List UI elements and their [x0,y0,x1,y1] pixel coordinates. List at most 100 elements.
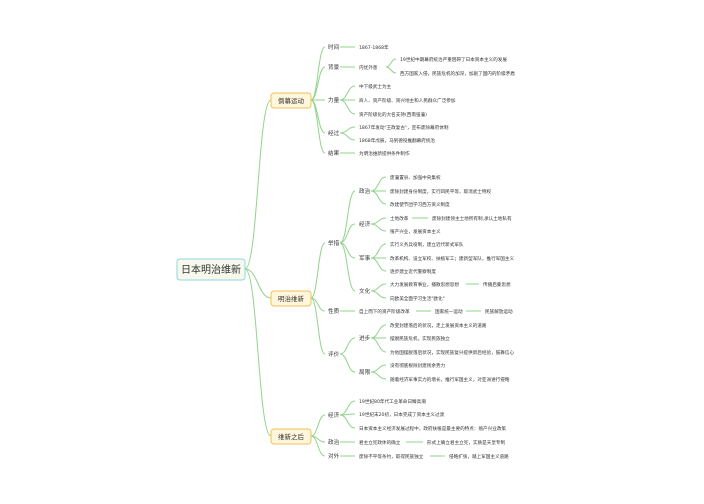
node-label: 1867年发动"王政复古"，宣布废除幕府体制 [359,124,449,131]
connector-line [370,324,387,339]
connector-line [370,190,387,205]
section-node-meiji[interactable]: 明治维新 [270,290,312,307]
node-label: 对外 [328,452,340,460]
node-label: 废除不平等条约，取得民族独立 [359,453,424,460]
connector-line [310,99,326,154]
mindmap-links [244,46,481,457]
connector-line [339,132,356,141]
node-label: 1867-1868年 [359,44,389,51]
node-label: 经济 [359,220,371,228]
node-label: 举措 [328,239,340,247]
node-label: 改变封建落后的状况，走上发展资本主义的道路 [390,322,487,329]
connector-line [339,190,356,244]
node-label: 军事 [359,254,371,262]
node-label: 背景 [328,63,340,71]
node-label: 结果 [328,149,340,157]
connector-line [310,46,326,101]
connector-line [370,217,387,225]
node-label: 日本资本主义经济发展过程中，政府扶植是最主要的特点：殖产兴业政策 [359,425,506,432]
node-label: 侵略扩张，踏上军国主义道路 [449,453,509,460]
node-label: 时间 [328,43,340,51]
node-label: 19世纪80年代工业革命日臻高潮 [359,398,426,405]
node-label: 19世纪中期幕府统治严重阻碍了日本资本主义的发展 [400,56,507,63]
node-label: 实行义务兵役制，建立近代新式军队 [390,241,464,248]
node-label: 民族解放运动 [485,308,513,315]
node-label: 废除封建领主土地所有制,承认土地私有 [432,215,512,222]
connector-line [370,283,387,292]
node-label: 政治 [328,438,340,446]
root-node-label: 日本明治维新 [181,263,241,276]
connector-line [370,337,387,353]
connector-line [339,126,356,134]
connector-line [370,371,387,380]
connector-line [370,364,387,373]
connector-line [370,176,387,192]
connector-line [310,66,326,101]
connector-line [370,257,387,272]
node-label: 自上而下的资产阶级改革 [359,308,410,315]
node-label: 进步 [359,334,371,342]
node-label: 随着经济军事实力的增长，推行军国主义，对亚洲进行侵略 [390,376,510,383]
node-label: 19世纪末20初，日本完成了资本主义过渡 [359,411,445,418]
section-node-box [270,290,312,307]
node-label: 传播启蒙思想 [483,281,511,288]
node-label: 商人、资产阶级、资兴地主和人民群众广泛参加 [359,97,456,104]
node-label: 逐步建立近代警察制度 [390,268,436,275]
node-label: 中下级武士为主 [359,83,392,90]
section-node-daomu[interactable]: 倒幕运动 [270,92,312,109]
node-label: 政治 [359,187,371,195]
node-label: 改革机构、设立军校、扶植军工；建新型军队，推行军国主义 [390,255,514,262]
node-label: 为他国摆脱落后状况，实现民族复兴提供新后经验，鼓舞信心 [390,349,514,356]
connector-line [339,242,356,292]
connector-line [385,58,397,68]
node-label: 资产阶级化的大名支持(西南强藩) [359,111,427,118]
section-node-box [270,92,312,109]
connector-line [370,243,387,259]
connector-line [310,242,326,299]
connector-line [339,400,356,416]
connector-line [339,85,356,101]
connector-line [370,223,387,232]
node-label: 改建使节团学习西方资义制度 [390,201,450,208]
node-label: 殖产兴业，发展资本主义 [390,228,441,235]
connector-line [339,353,356,373]
node-label: 君主立宪政体的确立 [359,439,401,446]
connector-line [339,414,356,429]
node-label: 废藩置县、加强中央集权 [390,174,441,181]
node-label: 经济 [328,411,340,419]
connector-line [339,337,356,355]
connector-line [339,99,356,115]
node-label: 摆脱民族危机，实现民族独立 [390,335,450,342]
section-node-box [270,428,312,445]
node-label: 评价 [328,350,340,358]
root-node[interactable]: 日本明治维新 [176,258,246,281]
connector-line [244,268,272,437]
node-label: 为明治维新提供条件制作 [359,150,410,157]
section-node-label: 倒幕运动 [278,96,305,105]
node-label: 国家统一运动 [435,308,463,315]
node-label: 没有彻底根除封建残余势力 [390,362,446,369]
node-label: 西方国家入侵，民族危机的加深，加剧了国内的阶级矛盾 [400,70,515,77]
node-label: 形式上确立君主立宪，实质是天皇专制 [427,439,506,446]
node-label: 内忧外患 [359,64,378,71]
node-label: 土地改革 [390,215,409,222]
node-label: 性质 [328,307,340,315]
connector-line [339,223,356,244]
node-label: 1868年戊辰，马到德役推翻幕府统治 [359,137,435,144]
connector-line [310,297,326,355]
connector-line [310,414,326,437]
node-label: 废除封建身份制度，实行四民平等，取消武士特权 [390,188,491,195]
node-label: 大力发展教育事业，播散思想思想 [390,281,459,288]
connector-line [385,66,397,74]
connector-line [244,268,272,299]
section-node-label: 明治维新 [278,294,305,303]
section-node-label: 维新之后 [278,432,305,441]
node-label: 文化 [359,287,371,295]
connector-line [244,99,272,270]
root-node-box [176,258,246,281]
section-node-after[interactable]: 维新之后 [270,428,312,445]
node-label: 经过 [328,129,340,137]
node-label: 向欧美全面学习生活"欧化" [390,295,445,302]
connector-line [370,290,387,299]
